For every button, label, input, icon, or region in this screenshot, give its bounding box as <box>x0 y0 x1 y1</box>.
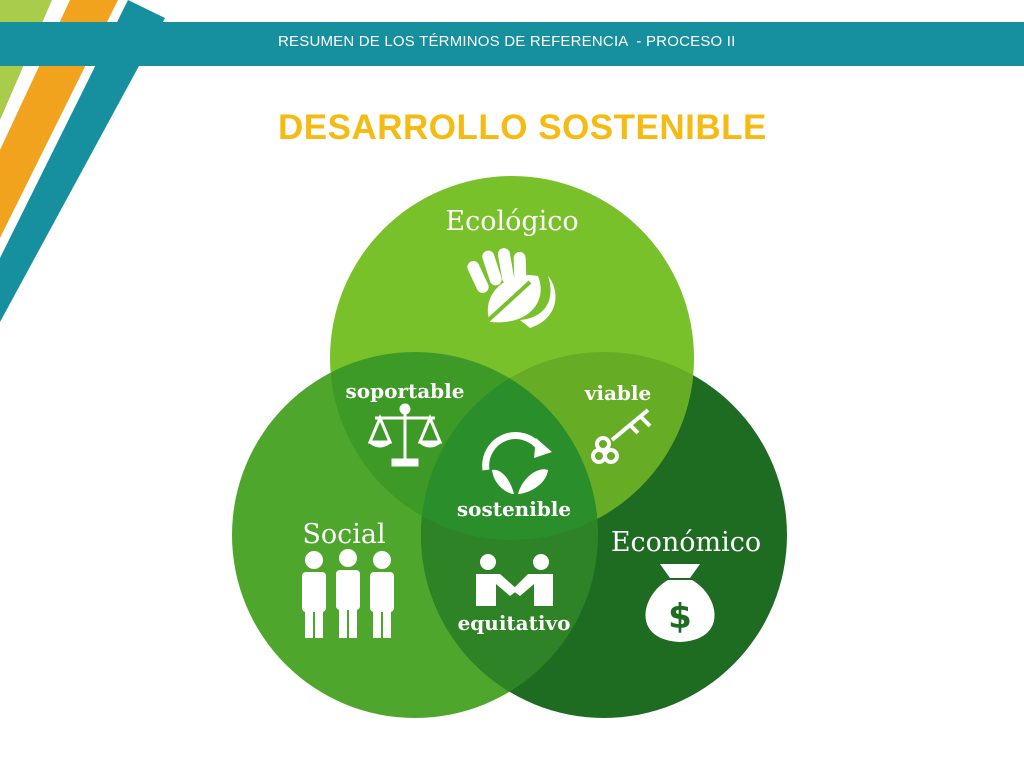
money-bag-icon: $ <box>645 564 715 642</box>
scale-icon <box>367 403 443 467</box>
sostenible-label: sostenible <box>457 497 571 521</box>
ecologico-label: Ecológico <box>445 206 578 237</box>
hand-leaf-icon <box>467 248 556 328</box>
svg-text:$: $ <box>668 597 692 637</box>
people-icon <box>302 549 394 638</box>
recycle-leaf-icon <box>482 432 552 494</box>
handshake-icon <box>476 554 553 606</box>
teal-stripe <box>0 0 165 322</box>
key-icon <box>591 408 652 464</box>
page-title: DESARROLLO SOSTENIBLE <box>278 108 767 147</box>
header-bar <box>0 22 1024 66</box>
social-label: Social <box>302 519 385 550</box>
center-intersection <box>421 352 598 540</box>
header-title: RESUMEN DE LOS TÉRMINOS DE REFERENCIA - … <box>278 33 736 50</box>
soportable-label: soportable <box>346 379 465 403</box>
equitativo-label: equitativo <box>458 611 571 635</box>
economico-label: Económico <box>611 527 761 558</box>
viable-label: viable <box>584 381 651 405</box>
